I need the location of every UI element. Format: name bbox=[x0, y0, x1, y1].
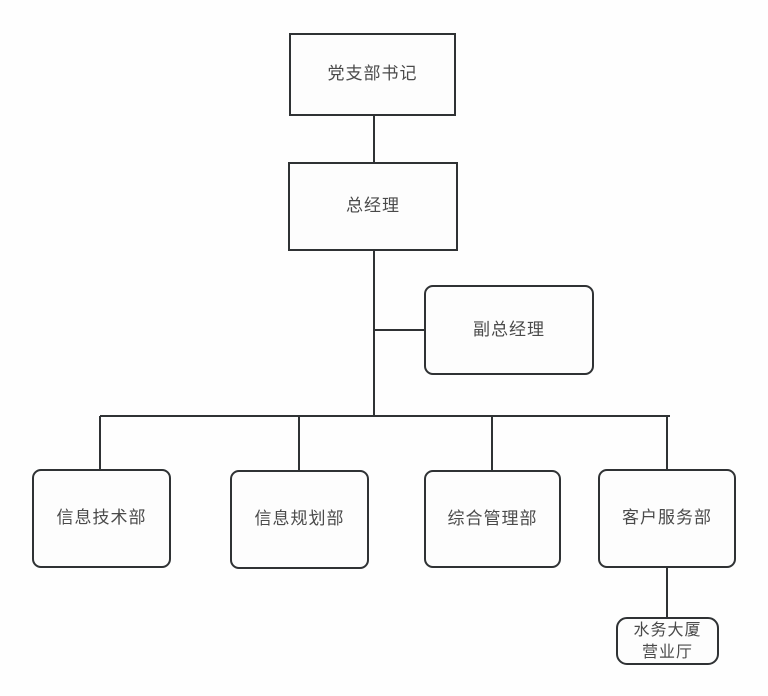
node-it-department-label: 信息技术部 bbox=[56, 508, 147, 529]
node-general-admin-department-label: 综合管理部 bbox=[447, 508, 538, 529]
node-planning-department-label: 信息规划部 bbox=[254, 509, 345, 530]
node-deputy-general-manager-label: 副总经理 bbox=[473, 319, 545, 340]
node-customer-service-department[interactable]: 客户服务部 bbox=[598, 469, 736, 568]
node-water-affairs-hall[interactable]: 水务大厦 营业厅 bbox=[616, 617, 719, 665]
node-general-manager-label: 总经理 bbox=[346, 196, 400, 217]
node-planning-department[interactable]: 信息规划部 bbox=[230, 470, 369, 569]
node-customer-service-department-label: 客户服务部 bbox=[622, 508, 712, 529]
node-water-affairs-hall-label: 水务大厦 营业厅 bbox=[633, 620, 702, 661]
node-party-secretary-label: 党支部书记 bbox=[327, 64, 418, 85]
node-party-secretary[interactable]: 党支部书记 bbox=[289, 33, 456, 116]
node-deputy-general-manager[interactable]: 副总经理 bbox=[424, 285, 594, 375]
node-general-admin-department[interactable]: 综合管理部 bbox=[424, 470, 561, 568]
node-general-manager[interactable]: 总经理 bbox=[288, 162, 458, 251]
node-it-department[interactable]: 信息技术部 bbox=[32, 469, 171, 568]
